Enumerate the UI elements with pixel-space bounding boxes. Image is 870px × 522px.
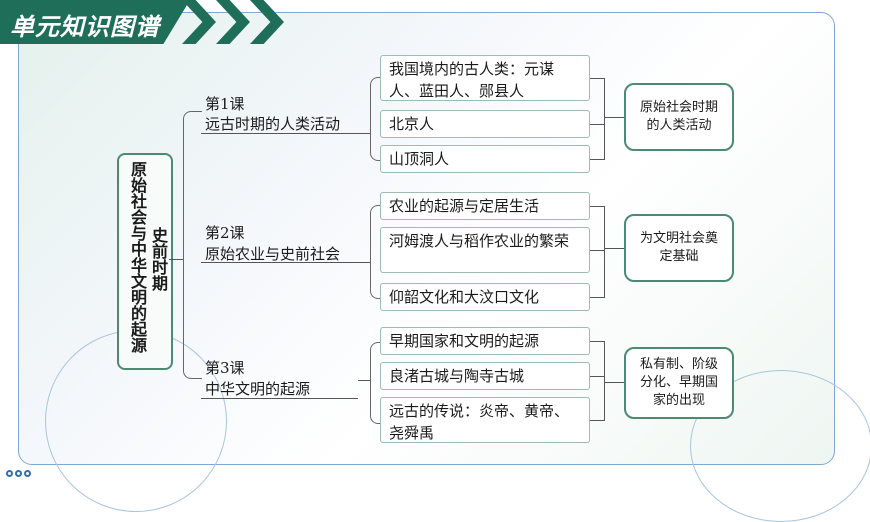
lesson-2-item: 农业的起源与定居生活 [380, 192, 590, 220]
lesson-3-item: 早期国家和文明的起源 [380, 327, 590, 355]
lesson-3-item: 良渚古城与陶寺古城 [380, 362, 590, 390]
connector [358, 380, 370, 381]
connector [590, 159, 604, 160]
connector [604, 382, 624, 383]
header-banner [0, 0, 190, 44]
lesson-3-summary: 私有制、阶级分化、早期国家的出现 [624, 347, 734, 419]
lesson-1-item: 我国境内的古人类：元谋人、蓝田人、郧县人 [380, 55, 590, 101]
root-subtitle: 史前时期 [149, 227, 168, 291]
connector [201, 398, 358, 399]
lesson-1-item: 北京人 [380, 110, 590, 138]
dot-icon [6, 470, 13, 477]
lesson-2-item: 河姆渡人与稻作农业的繁荣 [380, 227, 590, 273]
lesson-2-summary: 为文明社会奠定基础 [624, 214, 734, 282]
lesson-3-name: 中华文明的起源 [205, 380, 311, 398]
item-bracket [370, 77, 381, 161]
lesson-3-item: 远古的传说：炎帝、黄帝、尧舜禹 [380, 397, 590, 443]
root-title: 原始社会与中华文明的起源 [128, 161, 147, 353]
item-bracket [370, 205, 381, 299]
lesson-3-number: 第3课 [205, 359, 245, 377]
connector [169, 259, 183, 260]
connector [590, 78, 604, 79]
connector [604, 206, 605, 298]
connector [590, 341, 604, 342]
lesson-2-number: 第2课 [205, 224, 245, 242]
connector [590, 420, 604, 421]
connector [590, 250, 604, 251]
dot-icon [15, 470, 22, 477]
connector [358, 133, 370, 134]
connector [604, 341, 605, 421]
connector [358, 262, 370, 263]
connector [590, 297, 604, 298]
connector [201, 133, 358, 134]
lesson-1-item: 山顶洞人 [380, 145, 590, 173]
connector [590, 376, 604, 377]
root-node: 原始社会与中华文明的起源 史前时期 [117, 153, 173, 370]
item-bracket [370, 342, 381, 424]
lesson-1-name: 远古时期的人类活动 [205, 115, 341, 133]
connector [604, 117, 624, 118]
lesson-1-summary: 原始社会时期的人类活动 [624, 83, 734, 151]
lesson-2-item: 仰韶文化和大汶口文化 [380, 283, 590, 311]
lesson-2-name: 原始农业与史前社会 [205, 245, 341, 263]
dot-icon [24, 470, 31, 477]
connector [201, 262, 358, 263]
connector [590, 206, 604, 207]
connector [590, 124, 604, 125]
connector [604, 78, 605, 160]
connector [604, 248, 624, 249]
lesson-bracket [183, 111, 202, 379]
page-title: 单元知识图谱 [10, 13, 160, 41]
page-dots [6, 470, 31, 477]
lesson-1-number: 第1课 [205, 95, 245, 113]
